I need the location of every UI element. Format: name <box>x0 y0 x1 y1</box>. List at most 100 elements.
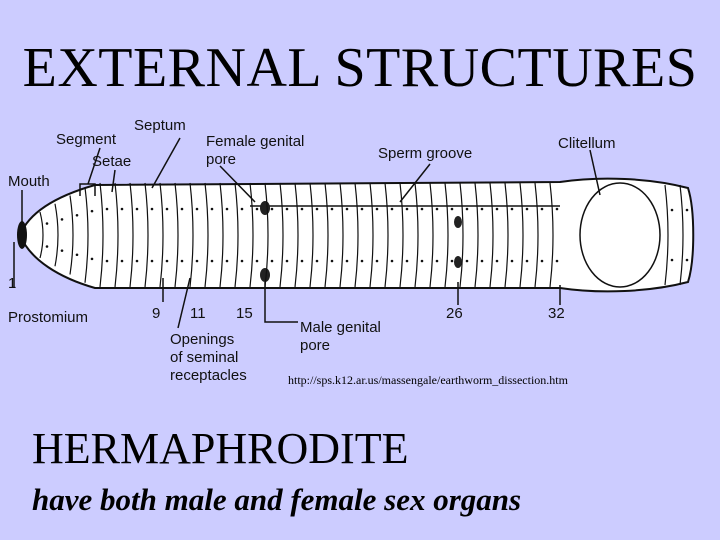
seta-dot <box>150 207 154 211</box>
segment-ring <box>279 182 284 288</box>
seta-dot <box>300 207 304 211</box>
segment-leader <box>87 147 101 185</box>
segment-ring <box>399 182 404 288</box>
seta-dot <box>120 207 124 211</box>
label-prostomium: Prostomium <box>8 309 88 326</box>
seta-dot <box>525 259 529 263</box>
seta-dot <box>345 207 349 211</box>
sperm-groove-leader <box>399 163 431 203</box>
seta-dot <box>75 253 79 257</box>
mouth-opening <box>17 221 27 249</box>
segment-ring <box>189 182 194 288</box>
seta-dot <box>135 207 139 211</box>
seta-dot <box>180 207 184 211</box>
seta-dot <box>45 245 49 248</box>
segment-ring <box>414 182 419 288</box>
seta-dot <box>255 259 259 263</box>
seta-dot <box>435 259 439 263</box>
label-segment-11: 11 <box>190 305 206 322</box>
seta-dot <box>405 259 409 263</box>
label-segment-9: 9 <box>152 305 160 322</box>
seta-dot <box>375 259 379 263</box>
subheading: have both male and female sex organs <box>32 482 522 517</box>
segment-ring <box>309 182 314 288</box>
label-segment-15: 15 <box>236 305 253 322</box>
septum-leader <box>151 137 181 189</box>
seta-dot <box>360 259 364 263</box>
segment-ring <box>489 182 494 288</box>
seta-dot <box>685 208 689 212</box>
segment-ring <box>69 195 74 275</box>
seta-dot <box>75 213 79 217</box>
label-segment-1: 1 <box>8 275 16 292</box>
segment-ring <box>234 182 239 288</box>
label-openings-line1: Openings <box>170 331 234 348</box>
segment-ring <box>129 182 134 288</box>
seta-dot <box>105 259 109 263</box>
label-male-pore-line2: pore <box>300 337 330 354</box>
segment-ring <box>249 182 254 288</box>
segment-ring <box>114 182 119 288</box>
segment-ring <box>264 182 269 288</box>
seta-dot <box>345 259 349 263</box>
segment-ring <box>384 182 389 288</box>
seta-dot <box>300 259 304 263</box>
segment-ring <box>429 182 434 288</box>
seta-dot <box>390 259 394 263</box>
seta-dot <box>120 259 124 263</box>
seta-dot <box>225 259 229 263</box>
seta-dot <box>480 207 484 211</box>
seta-dot <box>135 259 139 263</box>
female-genital-pore-mark <box>260 201 270 215</box>
seta-dot <box>540 259 544 263</box>
segment-ring <box>159 182 164 288</box>
segment-ring <box>84 187 89 283</box>
seta-dot <box>195 207 199 211</box>
segment-ring <box>354 182 359 288</box>
seta-dot <box>165 207 169 211</box>
seta-dot <box>375 207 379 211</box>
seta-dot <box>405 207 409 211</box>
seta-dot <box>685 258 689 262</box>
segment-bracket <box>79 183 96 196</box>
seta-dot <box>360 207 364 211</box>
seta-dot <box>450 259 454 263</box>
seta-dot <box>420 259 424 263</box>
seta-dot <box>195 259 199 263</box>
segment-ring <box>204 182 209 288</box>
segment-ring <box>474 182 479 288</box>
segment-ring <box>459 182 464 288</box>
seta-dot <box>420 207 424 211</box>
seta-dot <box>270 207 274 211</box>
sperm-groove-mark-lower <box>454 256 462 268</box>
seta-dot <box>240 259 244 263</box>
label-sperm-groove: Sperm groove <box>378 145 472 162</box>
seta-dot <box>435 207 439 211</box>
seta-dot <box>670 208 674 212</box>
segment-ring <box>549 182 554 288</box>
label-mouth: Mouth <box>8 173 50 190</box>
seta-dot <box>255 207 259 211</box>
label-septum: Septum <box>134 117 186 134</box>
setae-leader <box>111 169 116 193</box>
clitellum-band <box>579 182 661 288</box>
seminal-receptacle-leader-11 <box>177 277 191 329</box>
label-segment: Segment <box>56 131 117 148</box>
seta-dot <box>240 207 244 211</box>
segment-ring <box>174 182 179 288</box>
segment-ring <box>339 182 344 288</box>
seta-dot <box>315 207 319 211</box>
segment-ring <box>504 182 509 288</box>
seta-dot <box>285 259 289 263</box>
clitellum-leader <box>589 149 601 196</box>
seta-dot <box>60 218 64 221</box>
seta-dot <box>555 259 559 263</box>
segment-ring <box>444 182 449 288</box>
segment-ring <box>144 182 149 288</box>
worm-body <box>17 177 695 293</box>
seta-dot <box>555 207 559 211</box>
seta-dot <box>150 259 154 263</box>
slide-title: EXTERNAL STRUCTURES <box>22 37 698 99</box>
seta-dot <box>270 259 274 263</box>
seta-dot <box>45 222 49 225</box>
